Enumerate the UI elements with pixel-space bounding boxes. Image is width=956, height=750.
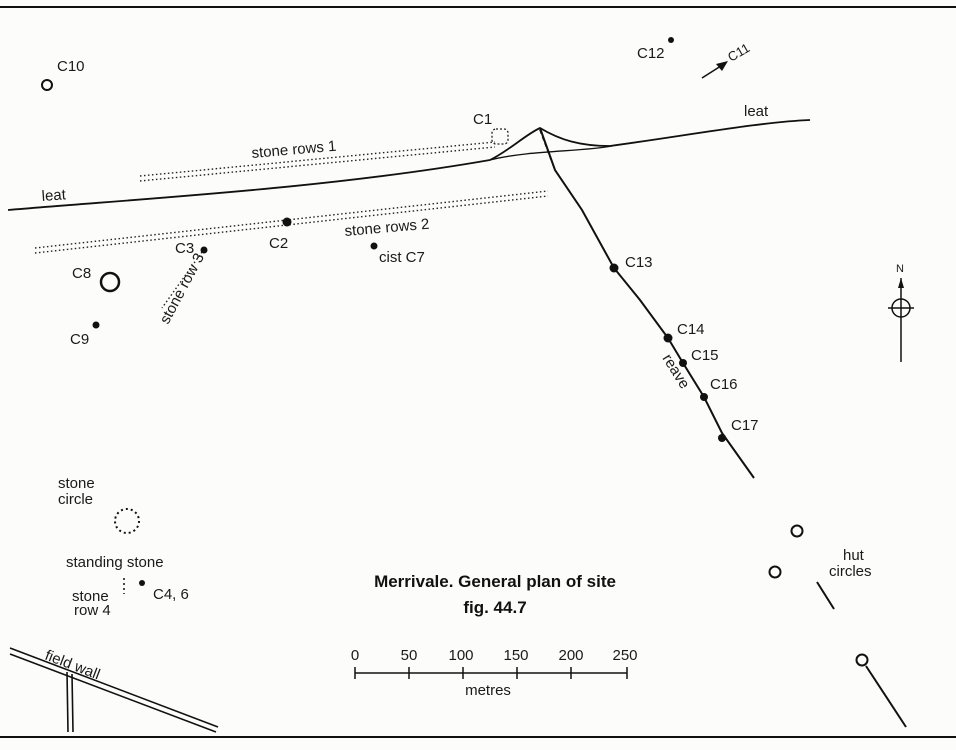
leat-label-right: leat [744, 103, 769, 120]
c8-label: C8 [72, 265, 91, 282]
c2-label: C2 [269, 235, 288, 252]
standing-stone-label: standing stone [66, 554, 164, 571]
scale-bar [354, 667, 628, 679]
hut-circle-2 [768, 565, 782, 579]
c14-marker [663, 333, 673, 343]
scale-tick-200: 200 [558, 647, 583, 664]
scale-tick-50: 50 [401, 647, 418, 664]
stone-circle-label-line1: stone [58, 475, 95, 492]
north-arrow-icon [888, 278, 914, 362]
c17-marker [718, 434, 726, 442]
hut-circles-label-line1: hut [843, 547, 865, 564]
stone-circle-marker [114, 508, 140, 534]
scale-unit-label: metres [465, 682, 511, 699]
scale-tick-0: 0 [351, 647, 359, 664]
c9-marker [92, 321, 100, 329]
c4-6-label: C4, 6 [153, 586, 189, 603]
stone-row-4-label-line1: stone [72, 588, 109, 605]
hut-circle-3 [855, 653, 869, 667]
leat-label-left: leat [41, 186, 67, 205]
stone-row-3-line [161, 251, 203, 309]
c9-label: C9 [70, 331, 89, 348]
c14-label: C14 [677, 321, 705, 338]
leat-channel-branch [489, 145, 613, 161]
c8-marker [99, 271, 121, 293]
c12-marker [668, 37, 674, 43]
field-wall-line-b [9, 653, 217, 733]
c1-cairn-outline [491, 128, 509, 145]
c16-marker [700, 393, 708, 401]
c13-marker [609, 263, 619, 273]
stone-circle-label-line2: circle [58, 491, 93, 508]
c3-marker [200, 246, 208, 254]
c13-label: C13 [625, 254, 653, 271]
c1-label: C1 [473, 111, 492, 128]
field-wall-line-a [9, 647, 219, 728]
c12-label: C12 [637, 45, 665, 62]
c15-marker [679, 359, 687, 367]
hut-wall-1 [816, 581, 835, 610]
stone-row-4-label-line2: row 4 [74, 602, 111, 619]
c10-marker [41, 79, 53, 91]
north-label: N [896, 263, 904, 275]
figure-number: fig. 44.7 [463, 598, 526, 617]
c17-label: C17 [731, 417, 759, 434]
hut-circles-label-line2: circles [829, 563, 872, 580]
reave-dash [539, 129, 553, 163]
cist-c7-label: cist C7 [379, 249, 425, 266]
stone-rows-1-row-b [139, 146, 496, 182]
stone-rows-2-row-a [34, 190, 549, 249]
leat-line [7, 119, 811, 211]
stone-rows-2-label: stone rows 2 [344, 216, 430, 240]
c3-label: C3 [175, 240, 194, 257]
stone-rows-2-row-b [34, 195, 549, 254]
reave-line [539, 127, 755, 479]
scale-tick-150: 150 [503, 647, 528, 664]
stone-row-3-label: stone row 3 [157, 250, 208, 326]
c11-label: C11 [725, 40, 752, 64]
scale-tick-250: 250 [612, 647, 637, 664]
c4-6-marker [139, 580, 145, 586]
hut-circle-1 [790, 524, 804, 538]
c10-label: C10 [57, 58, 85, 75]
cist-c7-marker [370, 242, 378, 250]
field-wall-branch-b [71, 673, 74, 733]
c11-arrow-icon [716, 61, 728, 71]
scale-tick-100: 100 [448, 647, 473, 664]
c15-label: C15 [691, 347, 719, 364]
plan-title: Merrivale. General plan of site [374, 572, 616, 591]
hut-wall-2 [865, 665, 907, 728]
field-wall-branch-a [66, 671, 69, 733]
stone-rows-1-row-a [139, 141, 496, 177]
c2-marker [282, 217, 292, 227]
c16-label: C16 [710, 376, 738, 393]
